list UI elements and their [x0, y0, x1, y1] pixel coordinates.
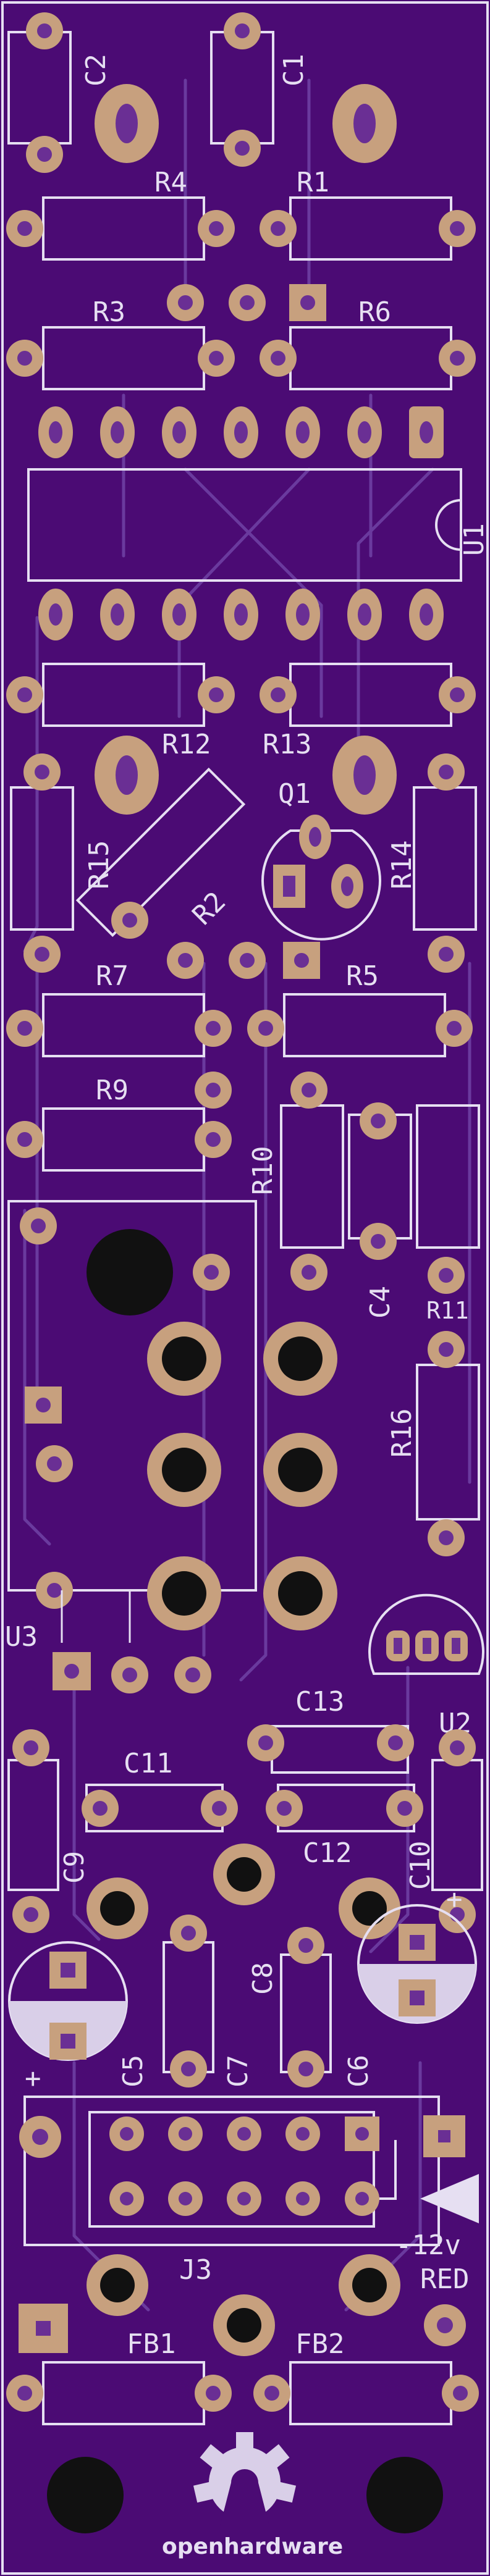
large-pads-row-2: [19, 2254, 466, 2356]
jack-mount-hole: [87, 1229, 173, 1315]
capacitor-c13: [247, 1724, 414, 1774]
label-r7: R7: [96, 960, 129, 992]
logo-text-open: open: [162, 2534, 224, 2559]
resistor-r4: [6, 196, 235, 261]
label-r9: R9: [96, 1075, 129, 1106]
jack-connector: [7, 1200, 337, 1643]
capacitor-c9: [7, 1729, 59, 1933]
label-fb1: FB1: [127, 2328, 175, 2360]
resistor-r16: [416, 1331, 480, 1556]
label-r14: R14: [386, 841, 418, 889]
mounting-pad-left-mid: [95, 736, 159, 815]
label-r15: R15: [83, 841, 115, 889]
u1-pins-bottom: [38, 589, 444, 640]
label-c5-plus: +: [25, 2063, 41, 2094]
mounting-pad-right-mid: [332, 736, 397, 815]
label-r13: R13: [263, 729, 311, 760]
resistor-r11: [416, 1104, 480, 1294]
regulator-u2: [368, 1593, 484, 1675]
resistor-r15: [10, 753, 74, 973]
label-r10: R10: [247, 1146, 279, 1195]
ferrite-fb1: [6, 2361, 232, 2425]
capacitor-c8: [280, 1927, 332, 2087]
label-c13: C13: [295, 1686, 344, 1718]
resistor-r3: [6, 326, 235, 390]
capacitor-c7: [163, 1915, 214, 2087]
label-q1: Q1: [278, 778, 311, 810]
label-c5: C5: [117, 2055, 149, 2087]
ferrite-fb2: [253, 2361, 479, 2425]
label-c8: C8: [247, 1962, 279, 1995]
capacitor-c10: [431, 1729, 483, 1933]
regulator-u3: [53, 1652, 211, 1693]
label-r4: R4: [154, 167, 187, 198]
resistor-r6: [260, 326, 476, 390]
resistor-r7: [6, 993, 232, 1057]
mount-hole-bottom-left: [47, 2457, 124, 2533]
resistor-r12: [6, 663, 235, 727]
open-hardware-gear-icon: [193, 2432, 297, 2526]
label-c9: C9: [59, 1851, 90, 1884]
label-c7: C7: [222, 2055, 254, 2087]
capacitor-c1: [210, 12, 274, 167]
label-u1: U1: [458, 523, 490, 556]
label-r11: R11: [426, 1297, 469, 1324]
j3-pins: [109, 2117, 379, 2216]
resistor-r2: [75, 767, 246, 939]
resistor-r9: [6, 1107, 232, 1172]
label-minus12v: -12v: [395, 2230, 461, 2261]
resistor-r13: [260, 663, 476, 727]
label-r3: R3: [93, 296, 125, 328]
capacitor-c4: [348, 1102, 412, 1260]
power-header-j3: [19, 2096, 479, 2246]
capacitor-c12: [266, 1784, 423, 1832]
capacitor-c5: [8, 1941, 128, 2061]
logo-text-hardware: hardware: [224, 2534, 343, 2559]
resistor-r5: [247, 993, 473, 1057]
pin1-marker-icon: [420, 2174, 479, 2223]
label-j3: J3: [179, 2254, 212, 2286]
label-c10: C10: [405, 1841, 436, 1890]
u1-pins-top: [38, 406, 444, 458]
pad-row-q1: [167, 942, 320, 979]
mounting-pad-left-top: [95, 84, 159, 163]
label-r12: R12: [162, 729, 211, 760]
label-fb2: FB2: [295, 2328, 344, 2360]
label-r1: R1: [297, 167, 329, 198]
mounting-pad-right-top: [332, 84, 397, 163]
capacitor-c11: [82, 1784, 238, 1832]
mount-hole-bottom-right: [366, 2457, 443, 2533]
label-c11: C11: [124, 1748, 172, 1779]
large-pads-row-1: [87, 1844, 400, 1939]
resistor-r10: [280, 1072, 344, 1291]
label-u3: U3: [5, 1621, 38, 1653]
label-c1: C1: [278, 54, 310, 86]
ic-u1: [27, 406, 462, 640]
label-r5: R5: [346, 960, 379, 992]
pad-row-upper: [167, 284, 326, 321]
capacitor-c6: [357, 1904, 477, 2024]
capacitor-c2: [7, 12, 72, 173]
label-c6-plus: +: [446, 1884, 463, 1915]
resistor-r14: [413, 753, 477, 973]
label-c6: C6: [343, 2055, 374, 2087]
transistor-q1: [261, 815, 381, 941]
label-c2: C2: [80, 54, 112, 86]
label-r16: R16: [386, 1409, 418, 1458]
label-c4: C4: [365, 1286, 396, 1319]
label-red: RED: [420, 2263, 469, 2295]
resistor-r1: [260, 196, 476, 261]
label-c12: C12: [303, 1837, 352, 1869]
label-r6: R6: [358, 296, 391, 328]
